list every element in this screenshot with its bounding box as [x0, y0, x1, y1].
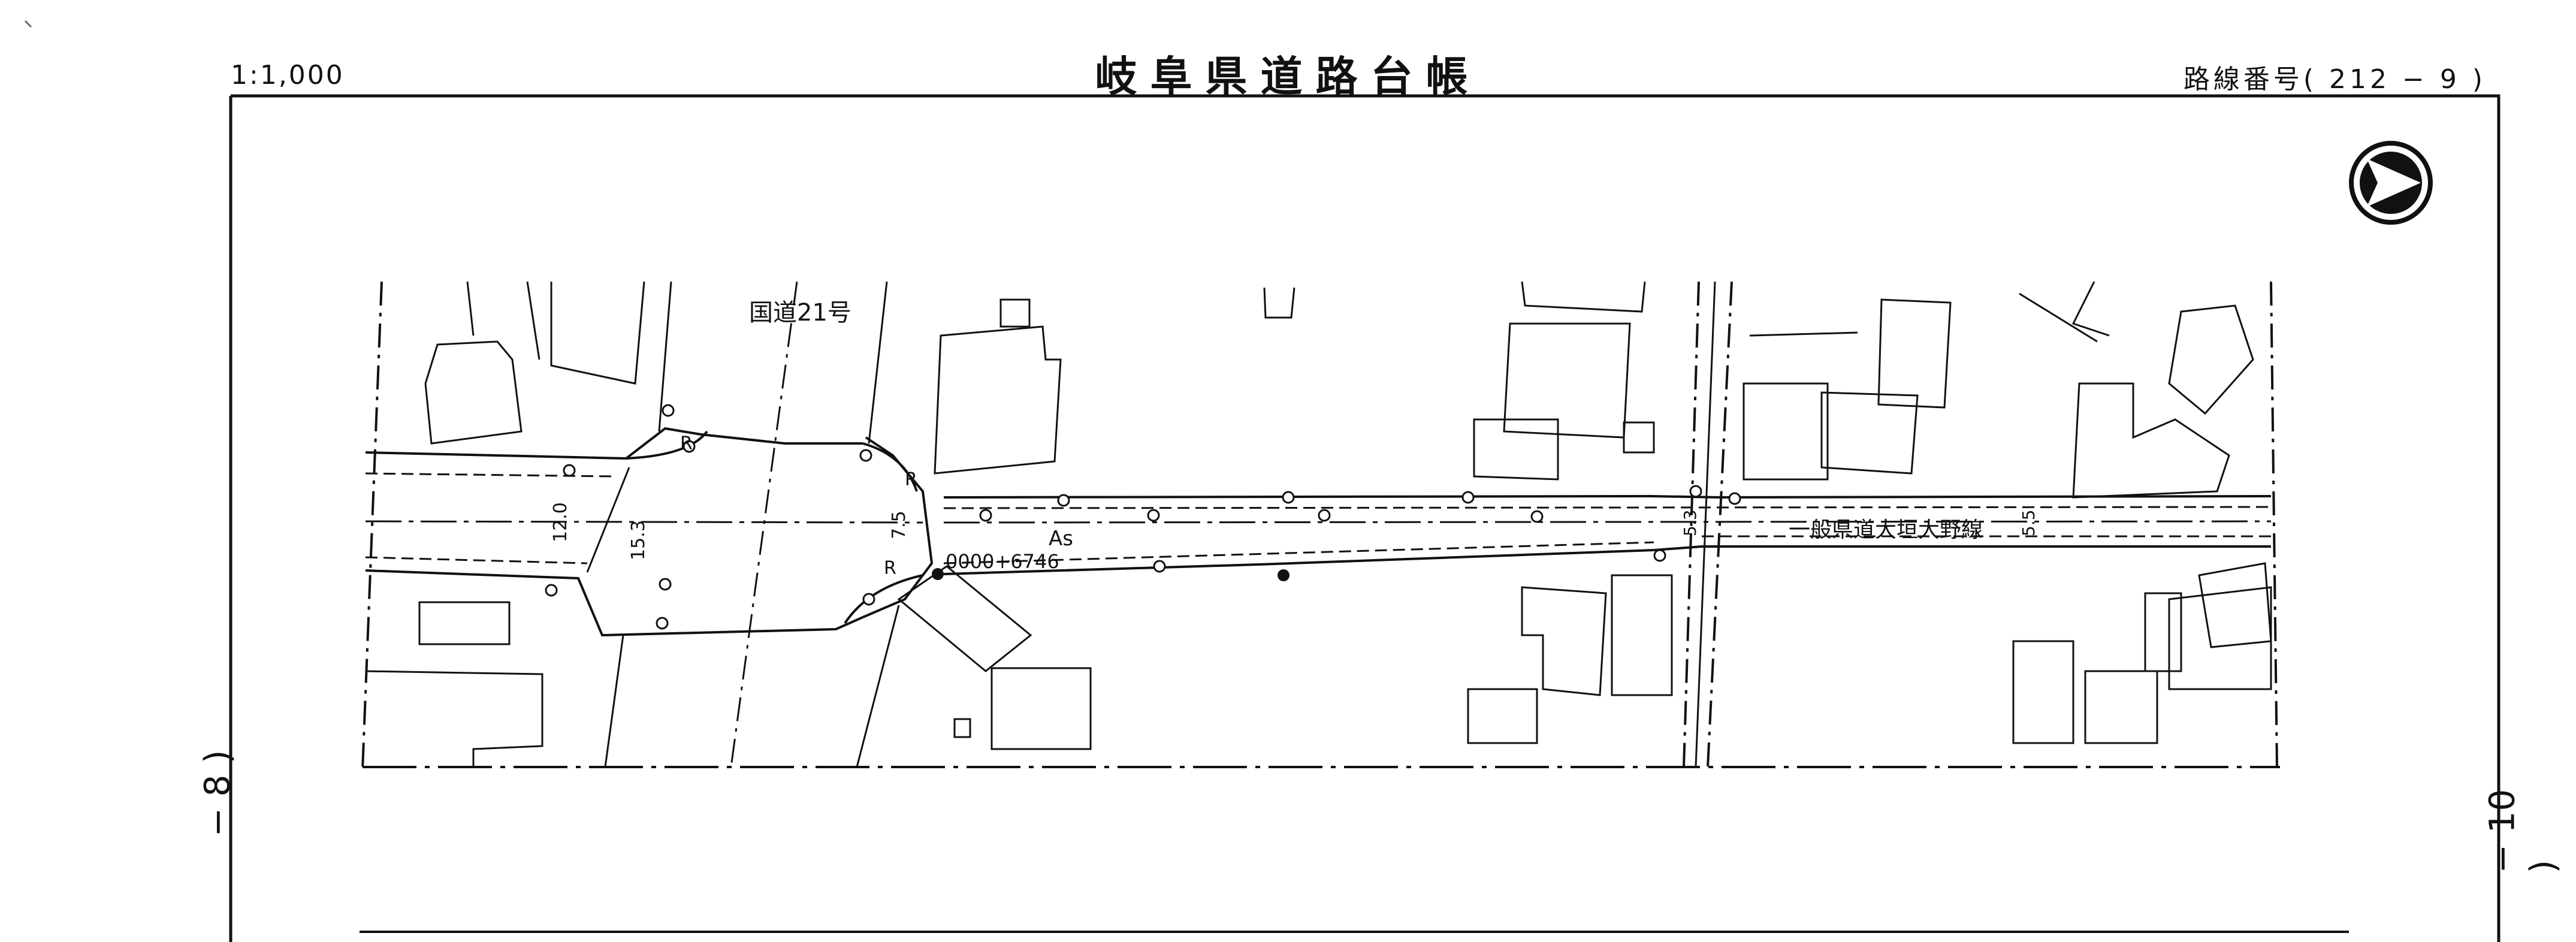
- width-label-12: 12.0: [550, 502, 571, 542]
- next-sheet-ref: − 10 ): [2481, 789, 2563, 874]
- pavement-label: As: [1049, 527, 1073, 551]
- prefectural-road-label: 一般県道大垣大野線: [1789, 518, 1983, 542]
- survey-markers: [545, 404, 1741, 630]
- width-label-7: 7.5: [889, 511, 910, 539]
- sheet-frame: [229, 94, 2500, 942]
- width-label-15: 15.3: [628, 520, 649, 560]
- map-scale: 1:1,000: [231, 60, 345, 90]
- radius-label-2: R: [905, 469, 917, 490]
- kilometer-post-label: 0000+6746: [946, 550, 1059, 573]
- buildings: [365, 281, 2272, 767]
- width-label-5b: 5.5: [2019, 509, 2039, 536]
- national-road-label: 国道21号: [749, 299, 851, 327]
- map-title: 岐阜県道路台帳: [1095, 52, 1481, 101]
- radius-label-1: R: [680, 433, 693, 454]
- previous-sheet-ref: − 8 ): [197, 750, 238, 837]
- route-number: 路線番号( 212 − 9 ): [2183, 64, 2486, 95]
- north-arrow-icon: [2349, 141, 2433, 225]
- width-label-5a: 5.3: [1680, 509, 1700, 536]
- radius-label-3: R: [884, 558, 896, 579]
